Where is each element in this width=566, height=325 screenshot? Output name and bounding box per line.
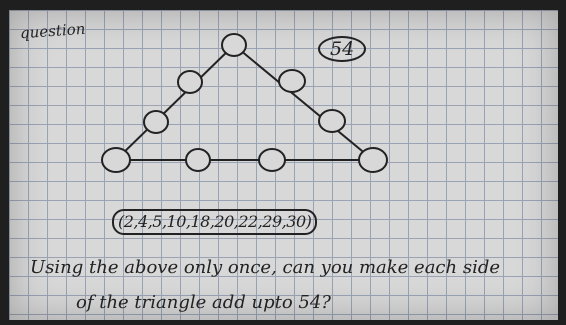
target-sum: 54 — [318, 36, 367, 62]
circle-base-right — [258, 148, 286, 172]
circle-left-lower — [143, 110, 169, 134]
circle-top — [221, 33, 247, 57]
circle-right-lower — [318, 109, 346, 133]
circle-bottom-left — [101, 147, 131, 173]
right-side — [233, 44, 374, 161]
circle-left-upper — [177, 70, 203, 94]
circle-bottom-right — [358, 147, 388, 173]
number-set: (2,4,5,10,18,20,22,29,30) — [112, 209, 318, 235]
circle-right-upper — [278, 69, 306, 93]
left-side — [115, 44, 235, 161]
instruction-line-1: Using the above only once, can you make … — [30, 257, 500, 278]
circle-base-left — [185, 148, 211, 172]
instruction-line-2: of the triangle add upto 54? — [76, 292, 331, 313]
